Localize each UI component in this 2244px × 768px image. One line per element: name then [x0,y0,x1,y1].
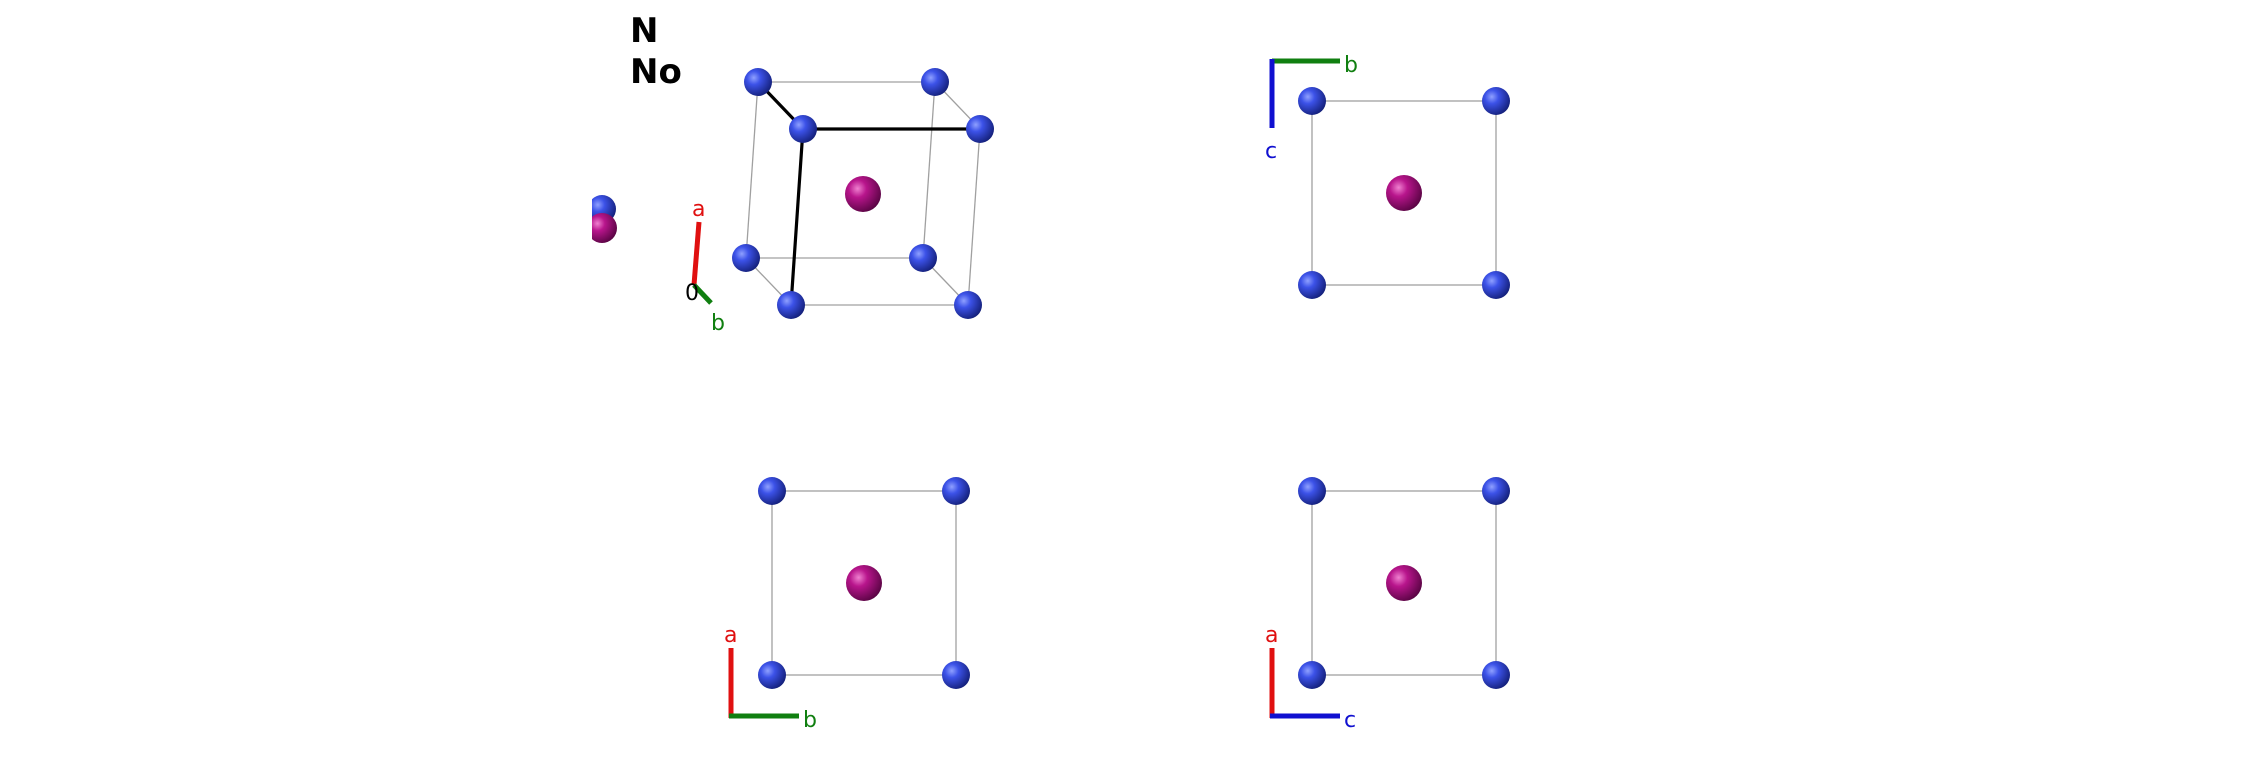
atoms [758,477,970,689]
n-atom [942,477,970,505]
n-atom [1298,271,1326,299]
axis-label-c: c [1344,708,1356,733]
axis-label-a: a [692,197,705,222]
axis-a [691,221,702,286]
axis-triad: b c [1265,53,1358,164]
no-atom [1386,565,1422,601]
n-atom [909,244,937,272]
n-atom [1298,661,1326,689]
view-along-c-panel: a b [724,477,970,733]
n-atom [921,68,949,96]
axis-triad: a c [1265,623,1356,733]
n-atom [1298,87,1326,115]
no-atom [1386,175,1422,211]
n-atom [1482,661,1510,689]
element-legend: N No [630,11,682,92]
unit-cell-outline [771,490,957,676]
n-atom [789,115,817,143]
n-atom [1482,87,1510,115]
n-atom [732,244,760,272]
axis-label-c: c [1265,139,1277,164]
axis-label-a: a [724,623,737,648]
no-atom [845,176,881,212]
no-atom [592,213,617,243]
axis-label-b: b [1344,53,1358,78]
n-atom [942,661,970,689]
axis-triad: a b [724,623,817,733]
unit-cell-outline [1311,100,1497,286]
atoms [732,68,994,319]
legend-label-n: N [630,11,658,51]
axis-triad: a b 0 [685,197,725,336]
n-atom [777,291,805,319]
n-atom [1298,477,1326,505]
n-atom [758,477,786,505]
unit-cell-outline [1311,490,1497,676]
axis-b [692,283,713,305]
axis-label-origin: 0 [685,281,699,306]
clipped-atoms [592,195,617,243]
n-atom [1482,271,1510,299]
view-along-a-panel: b c [1265,53,1510,299]
axis-label-a: a [1265,623,1278,648]
unit-cell-edges [745,81,981,306]
atoms [1298,477,1510,689]
n-atom [1482,477,1510,505]
n-atom [758,661,786,689]
axis-label-b: b [711,311,725,336]
perspective-view-panel: a b 0 [685,68,994,336]
n-atom [954,291,982,319]
no-atom [846,565,882,601]
n-atom [744,68,772,96]
atoms [1298,87,1510,299]
n-atom [966,115,994,143]
view-along-b-panel: a c [1265,477,1510,733]
axis-label-b: b [803,708,817,733]
legend-label-no: No [630,52,682,92]
